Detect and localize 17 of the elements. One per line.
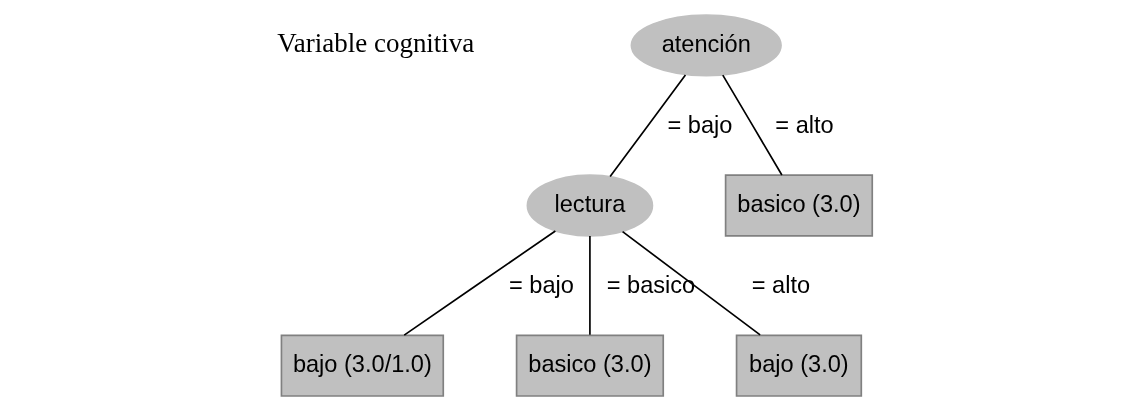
node-box: basico (3.0) (515, 334, 665, 397)
connector (621, 230, 761, 336)
label: Variable cognitiva (277, 27, 475, 58)
node-ellipse: lectura (526, 174, 654, 237)
node-ellipse: atención (630, 14, 782, 77)
node-box: bajo (3.0/1.0) (280, 334, 445, 397)
node-box: bajo (3.0) (735, 334, 863, 397)
edge-label: = basico (606, 271, 696, 298)
edge-label: = alto (751, 271, 811, 298)
connector (589, 235, 591, 336)
edge-label: = alto (775, 111, 834, 138)
edge-label: = bajo (667, 111, 733, 138)
edge-label: = bajo (509, 271, 574, 298)
node-box: basico (3.0) (724, 174, 874, 237)
connector (609, 74, 687, 178)
connector (403, 230, 557, 336)
connector (721, 74, 783, 176)
